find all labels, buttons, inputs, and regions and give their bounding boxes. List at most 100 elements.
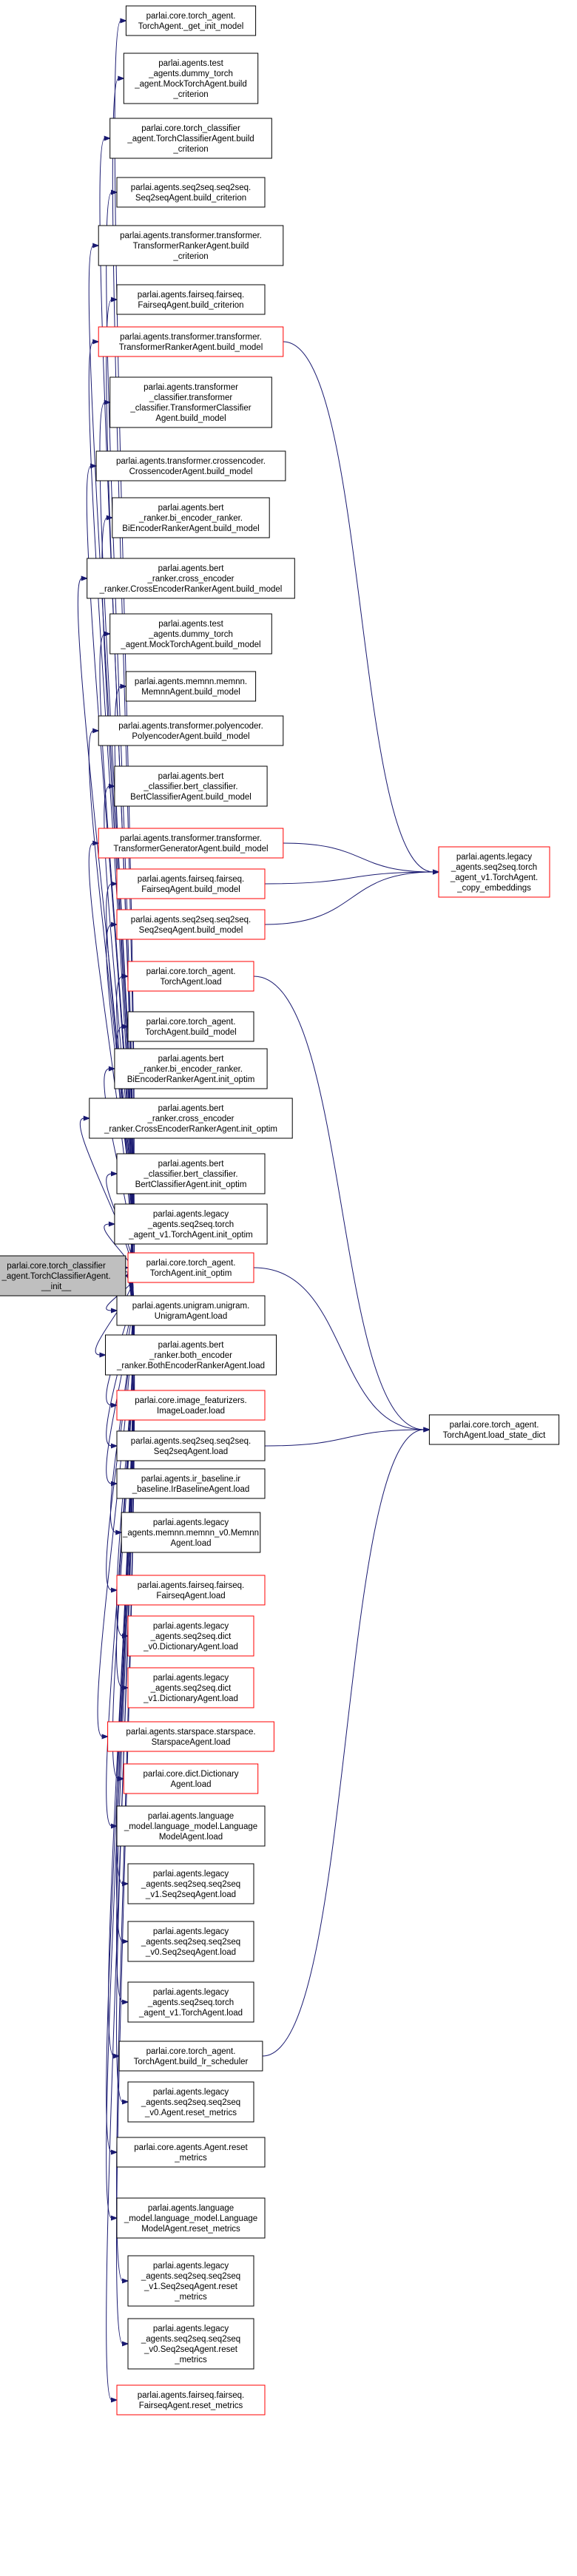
node-label-line: _agents.dummy_torch [148,70,233,78]
graph-node-n25[interactable]: parlai.core.torch_agent.TorchAgent.init_… [127,1252,254,1283]
graph-node-n18[interactable]: parlai.agents.seq2seq.seq2seq. Seq2seqAge… [116,909,266,940]
arrow-head-icon [113,2053,121,2059]
graph-node-n23[interactable]: parlai.agents.bert_classifier.bert_class… [116,1153,266,1194]
graph-node-n14[interactable]: parlai.agents.transformer.polyencoder.Po… [98,715,284,746]
arrow-head-icon [120,683,127,689]
node-label-line: parlai.agents.starspace.starspace. [126,1728,255,1737]
node-label-line: parlai.agents.seq2seq.seq2seq. [131,183,251,192]
node-box [87,558,295,599]
node-label-line: parlai.agents.seq2seq.seq2seq. [131,916,251,924]
graph-node-n28[interactable]: parlai.core.image_featurizers.ImageLoade… [116,1390,266,1421]
graph-node-n21[interactable]: parlai.agents.bert_ranker.bi_encoder_ran… [114,1048,268,1089]
graph-node-n19[interactable]: parlai.core.torch_agent. TorchAgent.load [127,961,254,992]
node-label-line: CrossencoderAgent.build_model [129,467,253,476]
node-label-line: _agent_v1.TorchAgent. [450,873,538,882]
node-label-line: Seq2seqAgent.build_model [139,926,243,935]
arrow-head-icon [110,1443,118,1449]
node-label-line: BiEncoderRankerAgent.build_model [122,524,259,533]
root-node[interactable]: parlai.core.torch_classifier_agent.Torch… [0,1255,126,1297]
graph-node-n38[interactable]: parlai.agents.legacy_agents.seq2seq.seq2… [127,1863,254,1904]
node-box [127,1981,254,2023]
graph-node-n47[interactable]: parlai.agents.fairseq.fairseq.FairseqAge… [116,2384,266,2416]
graph-node-n26[interactable]: parlai.agents.unigram.unigram.UnigramAge… [116,1295,266,1326]
node-label-line: _agent_v1.TorchAgent.init_optim [128,1231,253,1240]
graph-node-s2[interactable]: parlai.core.torch_agent.TorchAgent.load_… [428,1414,560,1445]
graph-node-n12[interactable]: parlai.agents.test_agents.dummy_torch_ag… [109,613,272,655]
node-label-line: parlai.agents.transformer.crossencoder. [116,457,266,466]
graph-node-n46[interactable]: parlai.agents.legacy_agents.seq2seq.seq2… [127,2318,254,2370]
node-label-line: _v0.Seq2seqAgent.load [145,1948,236,1957]
graph-node-n27[interactable]: parlai.agents.bert_ranker.both_encoder_r… [105,1334,277,1376]
arrow-head-icon [121,1999,129,2005]
graph-node-n10[interactable]: parlai.agents.bert_ranker.bi_encoder_ran… [112,497,270,538]
graph-node-n24[interactable]: parlai.agents.legacy_agents.seq2seq.torc… [114,1203,268,1245]
graph-node-n3[interactable]: parlai.core.torch_classifier_agent.Torch… [109,118,272,159]
graph-node-n13[interactable]: parlai.agents.memnn.memnn.MemnnAgent.bui… [125,671,257,702]
graph-node-n37[interactable]: parlai.agents.language_model.language_mo… [116,1805,266,1847]
node-label-line: TorchAgent.build_lr_scheduler [134,2058,249,2066]
graph-node-n44[interactable]: parlai.agents.language_model.language_mo… [116,2197,266,2239]
node-box [116,284,266,315]
graph-node-n16[interactable]: parlai.agents.transformer.transformer.Tr… [98,828,284,859]
node-label-line: _agents.seq2seq.dict [150,1684,232,1693]
graph-node-n45[interactable]: parlai.agents.legacy_agents.seq2seq.seq2… [127,2255,254,2307]
node-box [98,715,284,746]
graph-node-s1[interactable]: parlai.agents.legacy_agents.seq2seq.torc… [438,846,550,898]
node-label-line: _agent_v1.TorchAgent.load [138,2009,243,2018]
graph-node-n41[interactable]: parlai.core.torch_agent.TorchAgent.build… [118,2041,263,2072]
graph-node-n6[interactable]: parlai.agents.fairseq.fairseq.FairseqAge… [116,284,266,315]
graph-node-n29[interactable]: parlai.agents.seq2seq.seq2seq.Seq2seqAge… [116,1430,266,1461]
node-label-line: _criterion [172,90,208,99]
graph-node-n5[interactable]: parlai.agents.transformer.transformer.Tr… [98,225,284,266]
node-box [107,1721,274,1752]
graph-node-n17[interactable]: parlai.agents.fairseq.fairseq.FairseqAge… [116,868,266,899]
node-label-line: parlai.agents.seq2seq.seq2seq. [131,1437,251,1446]
graph-node-n31[interactable]: parlai.agents.legacy_agents.memnn.memnn_… [121,1512,261,1553]
node-label-line: _v0.Seq2seqAgent.reset [144,2345,238,2354]
arrow-head-icon [90,463,98,469]
node-label-line: TorchAgent.load [160,978,221,987]
node-box [98,828,284,859]
node-box [428,1414,560,1445]
graph-node-n40[interactable]: parlai.agents.legacy_agents.seq2seq.torc… [127,1981,254,2023]
graph-node-n32[interactable]: parlai.agents.fairseq.fairseq.FairseqAge… [116,1575,266,1606]
node-label-line: _v1.DictionaryAgent.load [143,1694,238,1703]
graph-node-n42[interactable]: parlai.agents.legacy_agents.seq2seq.seq2… [127,2081,254,2123]
graph-node-n34[interactable]: parlai.agents.legacy_agents.seq2seq.dict… [127,1667,254,1708]
node-label-line: parlai.agents.unigram.unigram. [132,1302,250,1311]
graph-node-n7[interactable]: parlai.agents.transformer.transformer.Tr… [98,326,284,357]
node-label-line: parlai.agents.legacy [153,2262,229,2271]
node-label-line: _v0.DictionaryAgent.load [143,1643,238,1652]
graph-node-n22[interactable]: parlai.agents.bert_ranker.cross_encoder_… [89,1098,293,1139]
node-label-line: ModelAgent.reset_metrics [141,2225,240,2234]
node-label-line: Agent.load [171,1539,212,1548]
node-label-line: _agents.seq2seq.torch [451,863,537,872]
graph-node-n30[interactable]: parlai.agents.ir_baseline.ir_baseline.Ir… [116,1468,266,1499]
node-box [116,1153,266,1194]
arrow-head-icon [108,783,116,789]
graph-node-n33[interactable]: parlai.agents.legacy_agents.seq2seq.dict… [127,1615,254,1657]
graph-node-n43[interactable]: parlai.core.agents.Agent.reset_metrics [116,2137,266,2168]
graph-node-n36[interactable]: parlai.core.dict.DictionaryAgent.load [123,1763,259,1794]
graph-node-n2[interactable]: parlai.agents.test_agents.dummy_torch_ag… [123,53,259,104]
node-label-line: parlai.agents.language [148,1812,234,1821]
graph-node-n35[interactable]: parlai.agents.starspace.starspace.Starsp… [107,1721,274,1752]
node-label-line: parlai.core.dict.Dictionary [143,1770,238,1779]
node-label-line: _agent.TorchClassifierAgent. [1,1272,110,1281]
graph-node-n4[interactable]: parlai.agents.seq2seq.seq2seq.Seq2seqAge… [116,177,266,208]
call-edge [264,1427,431,1447]
graph-node-n39[interactable]: parlai.agents.legacy_agents.seq2seq.seq2… [127,1921,254,1962]
graph-node-n15[interactable]: parlai.agents.bert_classifier.bert_class… [114,765,268,807]
node-label-line: parlai.core.torch_agent. [146,967,236,976]
arrow-head-icon [99,1352,107,1358]
node-label-line: parlai.core.torch_agent. [146,12,236,21]
graph-node-n8[interactable]: parlai.agents.transformer_classifier.tra… [109,376,272,428]
node-label-line: parlai.agents.legacy [153,1674,229,1683]
node-box [438,846,550,898]
graph-node-n11[interactable]: parlai.agents.bert_ranker.cross_encoder_… [87,558,295,599]
graph-node-n20[interactable]: parlai.core.torch_agent.TorchAgent.build… [127,1011,254,1042]
graph-node-n9[interactable]: parlai.agents.transformer.crossencoder.C… [95,450,286,481]
node-box [116,909,266,940]
node-label-line: parlai.agents.legacy [456,853,533,862]
graph-node-n1[interactable]: parlai.core.torch_agent.TorchAgent._get_… [125,5,257,36]
